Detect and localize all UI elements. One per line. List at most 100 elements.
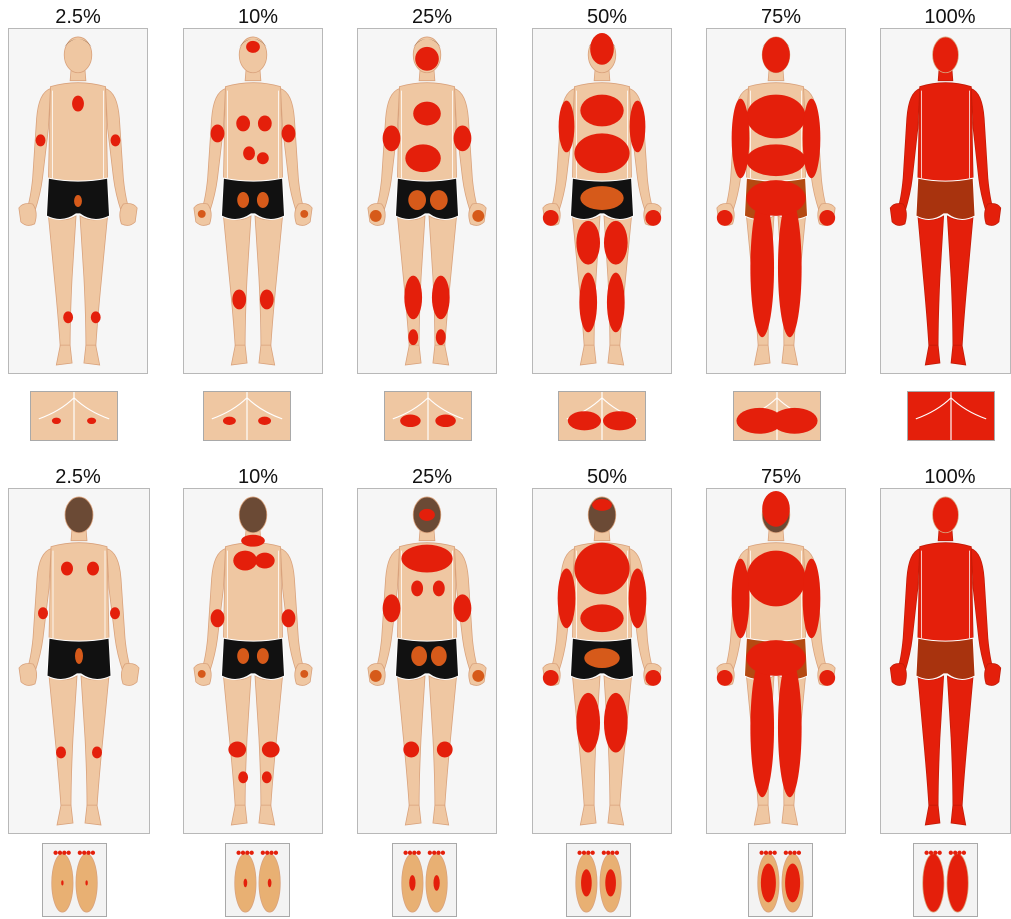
body-skin-part bbox=[81, 676, 109, 807]
body-skin-part bbox=[433, 805, 449, 825]
shorts bbox=[916, 638, 975, 679]
toe-lesion bbox=[962, 851, 966, 855]
lesion-patch bbox=[403, 742, 419, 758]
lesion-patch bbox=[405, 144, 440, 172]
shorts bbox=[395, 178, 458, 219]
toe-lesion bbox=[788, 851, 792, 855]
lesion-patch bbox=[584, 648, 619, 668]
lesion-patch bbox=[803, 559, 821, 639]
lesion-patch bbox=[257, 192, 269, 208]
toe-lesion bbox=[261, 851, 265, 855]
lesion-patch bbox=[238, 771, 248, 783]
row-back-label-1: 2.5% bbox=[8, 466, 148, 489]
body-skin-part bbox=[429, 676, 457, 807]
lesion-patch bbox=[558, 569, 576, 629]
body-skin-part bbox=[259, 805, 275, 825]
soles-closeup-5 bbox=[748, 843, 813, 917]
front-body-figure-svg bbox=[184, 29, 322, 373]
toe-lesion bbox=[933, 851, 937, 855]
toe-lesion bbox=[792, 851, 796, 855]
toe-lesion bbox=[784, 851, 788, 855]
lesion-patch bbox=[237, 192, 249, 208]
row-back-label-2: 10% bbox=[188, 466, 328, 489]
toe-lesion bbox=[586, 851, 590, 855]
groin-closeup-4 bbox=[558, 391, 646, 441]
lesion-patch bbox=[454, 125, 472, 151]
sole-lesion bbox=[605, 869, 616, 896]
lesion-patch bbox=[645, 210, 661, 226]
lesion-patch bbox=[803, 99, 821, 179]
body-skin-part bbox=[19, 203, 36, 225]
lesion-patch bbox=[56, 747, 66, 759]
groin-lesion bbox=[52, 418, 61, 424]
toe-lesion bbox=[245, 851, 249, 855]
lesion-patch bbox=[370, 210, 382, 222]
body-skin-part bbox=[580, 805, 596, 825]
lesion-patch bbox=[413, 102, 441, 126]
body-skin-part bbox=[985, 203, 1001, 225]
lesion-patch bbox=[762, 491, 790, 527]
lesion-patch bbox=[282, 124, 296, 142]
lesion-patch bbox=[559, 101, 575, 153]
lesion-patch bbox=[262, 771, 272, 783]
front-figure-panel-6 bbox=[880, 28, 1011, 374]
sole-lesion bbox=[61, 880, 63, 885]
sole-lesion bbox=[433, 875, 439, 891]
lesion-patch bbox=[300, 210, 308, 218]
toe-lesion bbox=[582, 851, 586, 855]
lesion-patch bbox=[228, 742, 246, 758]
body-skin-part bbox=[120, 203, 137, 225]
lesion-patch bbox=[63, 311, 73, 323]
body-skin-part bbox=[918, 676, 944, 807]
body-skin-part bbox=[231, 805, 247, 825]
front-body-figure-svg bbox=[9, 29, 147, 373]
lesion-patch bbox=[92, 747, 102, 759]
body-skin-part bbox=[890, 663, 906, 685]
sole-lesion bbox=[785, 863, 800, 902]
back-body-figure-svg bbox=[358, 489, 496, 833]
lesion-patch bbox=[262, 742, 280, 758]
lesion-patch bbox=[472, 670, 484, 682]
lesion-patch bbox=[257, 648, 269, 664]
lesion-patch bbox=[590, 33, 614, 65]
lesion-patch bbox=[411, 646, 427, 666]
lesion-patch bbox=[411, 580, 423, 596]
body-skin-part bbox=[782, 345, 798, 365]
lesion-patch bbox=[408, 329, 418, 345]
lesion-patch bbox=[211, 609, 225, 627]
front-body-figure-svg bbox=[533, 29, 671, 373]
head bbox=[64, 37, 92, 73]
back-figure-panel-4 bbox=[532, 488, 672, 834]
toe-lesion bbox=[953, 851, 957, 855]
toe-lesion bbox=[82, 851, 86, 855]
lesion-patch bbox=[383, 594, 401, 622]
lesion-patch bbox=[282, 609, 296, 627]
lesion-patch bbox=[819, 210, 835, 226]
soles-closeup-svg bbox=[749, 844, 812, 916]
groin-closeup-svg bbox=[204, 392, 290, 440]
back-body-figure-svg bbox=[707, 489, 845, 833]
body-skin-part bbox=[281, 549, 305, 672]
body-skin-part bbox=[49, 543, 109, 641]
toe-lesion bbox=[797, 851, 801, 855]
lesion-patch bbox=[74, 195, 82, 207]
toe-lesion bbox=[428, 851, 432, 855]
body-skin-part bbox=[608, 345, 624, 365]
body-skin-part bbox=[890, 203, 906, 225]
body-skin-part bbox=[281, 89, 305, 212]
body-skin-part bbox=[255, 216, 283, 347]
sole bbox=[947, 854, 968, 912]
back-figure-panel-3 bbox=[357, 488, 497, 834]
body-skin-part bbox=[971, 549, 993, 672]
lesion-patch bbox=[431, 646, 447, 666]
row-back-label-4: 50% bbox=[537, 466, 677, 489]
toe-lesion bbox=[269, 851, 273, 855]
row-back-label-6: 100% bbox=[880, 466, 1011, 489]
lesion-patch bbox=[472, 210, 484, 222]
lesion-patch bbox=[260, 289, 274, 309]
body-skin-part bbox=[223, 83, 282, 181]
toe-lesion bbox=[606, 851, 610, 855]
lesion-patch bbox=[111, 134, 121, 146]
lesion-patch bbox=[404, 276, 422, 320]
toe-lesion bbox=[274, 851, 278, 855]
